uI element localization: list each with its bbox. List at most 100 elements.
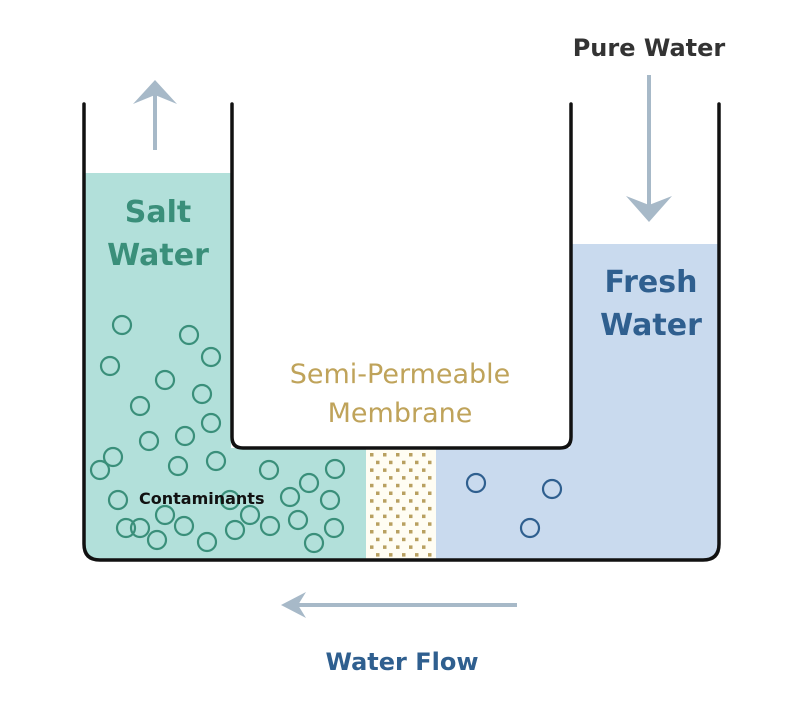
membrane-dot [415,506,419,511]
membrane-dot [402,553,406,557]
membrane-dot [415,476,419,480]
salt-water-region [85,173,366,559]
membrane-dot [383,514,387,519]
contaminant-particle [224,519,246,541]
membrane-dot [409,499,413,503]
contaminant-particle [178,324,200,346]
contaminant-particle [154,369,176,391]
membrane-dot [415,537,419,542]
contaminant-particle [319,489,341,511]
contaminant-particle [279,486,301,508]
contaminant-particle [102,446,124,468]
contaminant-particle [303,532,325,554]
water-particle [519,517,541,539]
membrane-dot [428,506,432,511]
contaminant-particle [89,459,111,481]
membrane-dot [428,491,432,495]
membrane-dot [422,499,426,503]
membrane-dot [376,537,380,542]
up-arrow-icon [133,80,177,150]
membrane-dot [428,537,432,542]
contaminant-particle [323,517,345,539]
membrane-dot [376,522,380,526]
membrane-dot [402,522,406,526]
salt-contaminant-particles [89,314,346,554]
membrane-dot [415,460,419,465]
membrane-dot [428,476,432,480]
fresh-water-region [436,244,718,559]
membrane-dot [402,460,406,465]
membrane-dot [383,468,387,472]
membrane-dot [409,483,413,488]
salt-water-label-line2: Water [107,238,209,273]
membrane-dot [383,530,387,534]
contaminant-particle [111,314,133,336]
membrane-dot [389,506,393,511]
contaminant-particle [200,412,222,434]
membrane-dot [383,453,387,457]
membrane-dot [409,514,413,519]
membrane-dot [389,553,393,557]
membrane-dot [389,476,393,480]
semi-permeable-membrane [366,448,436,559]
membrane-dot [389,522,393,526]
membrane-dot [396,453,400,457]
membrane-dot [409,453,413,457]
membrane-dot [376,460,380,465]
membrane-dot [370,530,374,534]
membrane-dot [422,468,426,472]
contaminant-particle [191,383,213,405]
membrane-dot [376,491,380,495]
membrane-dot [389,537,393,542]
membrane-dot [415,491,419,495]
contaminant-particle [219,489,241,511]
membrane-dot [383,499,387,503]
membrane-dot [376,506,380,511]
fresh-water-label-line2: Water [600,308,702,343]
membrane-dot [428,553,432,557]
membrane-dot [389,491,393,495]
salt-water-label-line1: Salt [125,195,191,230]
membrane-dot [396,530,400,534]
membrane-dot [428,460,432,465]
membrane-dot-pattern [370,453,432,557]
membrane-dot [370,453,374,457]
contaminant-particle [107,489,129,511]
contaminant-particle [324,458,346,480]
membrane-dot [376,476,380,480]
contaminant-particle [287,509,309,531]
membrane-dot [422,483,426,488]
contaminant-particle [196,531,218,553]
water-flow-label: Water Flow [325,648,478,676]
membrane-dot [402,476,406,480]
contaminant-particle [200,346,222,368]
membrane-dot [370,514,374,519]
contaminant-particle [239,504,261,526]
contaminant-particle [167,455,189,477]
contaminant-particle [205,450,227,472]
water-particle [541,478,563,500]
water-particle [465,472,487,494]
membrane-dot [409,468,413,472]
contaminant-particle [129,517,151,539]
contaminant-particle [298,472,320,494]
membrane-dot [396,514,400,519]
membrane-dot [396,483,400,488]
membrane-dot [409,530,413,534]
contaminant-particle [259,515,281,537]
contaminant-particle [173,515,195,537]
contaminant-particle [146,529,168,551]
fresh-water-particles [465,472,563,539]
membrane-dot [422,530,426,534]
contaminant-particle [99,355,121,377]
membrane-dot [422,514,426,519]
membrane-dot [376,553,380,557]
membrane-label-line2: Membrane [328,398,473,429]
contaminant-particle [258,459,280,481]
tank-outline [82,102,721,562]
down-arrow-icon [626,75,672,222]
fresh-water-label-line1: Fresh [605,265,698,300]
membrane-dot [370,545,374,549]
membrane-dot [396,499,400,503]
